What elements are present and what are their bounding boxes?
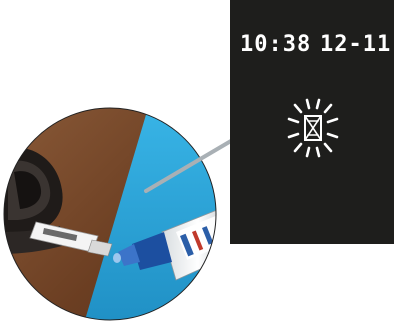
meter-display: 10:38 12-11: [230, 0, 394, 244]
display-date: 12-11: [320, 32, 391, 57]
solution-drop: [113, 253, 121, 263]
display-time: 10:38: [240, 32, 311, 57]
